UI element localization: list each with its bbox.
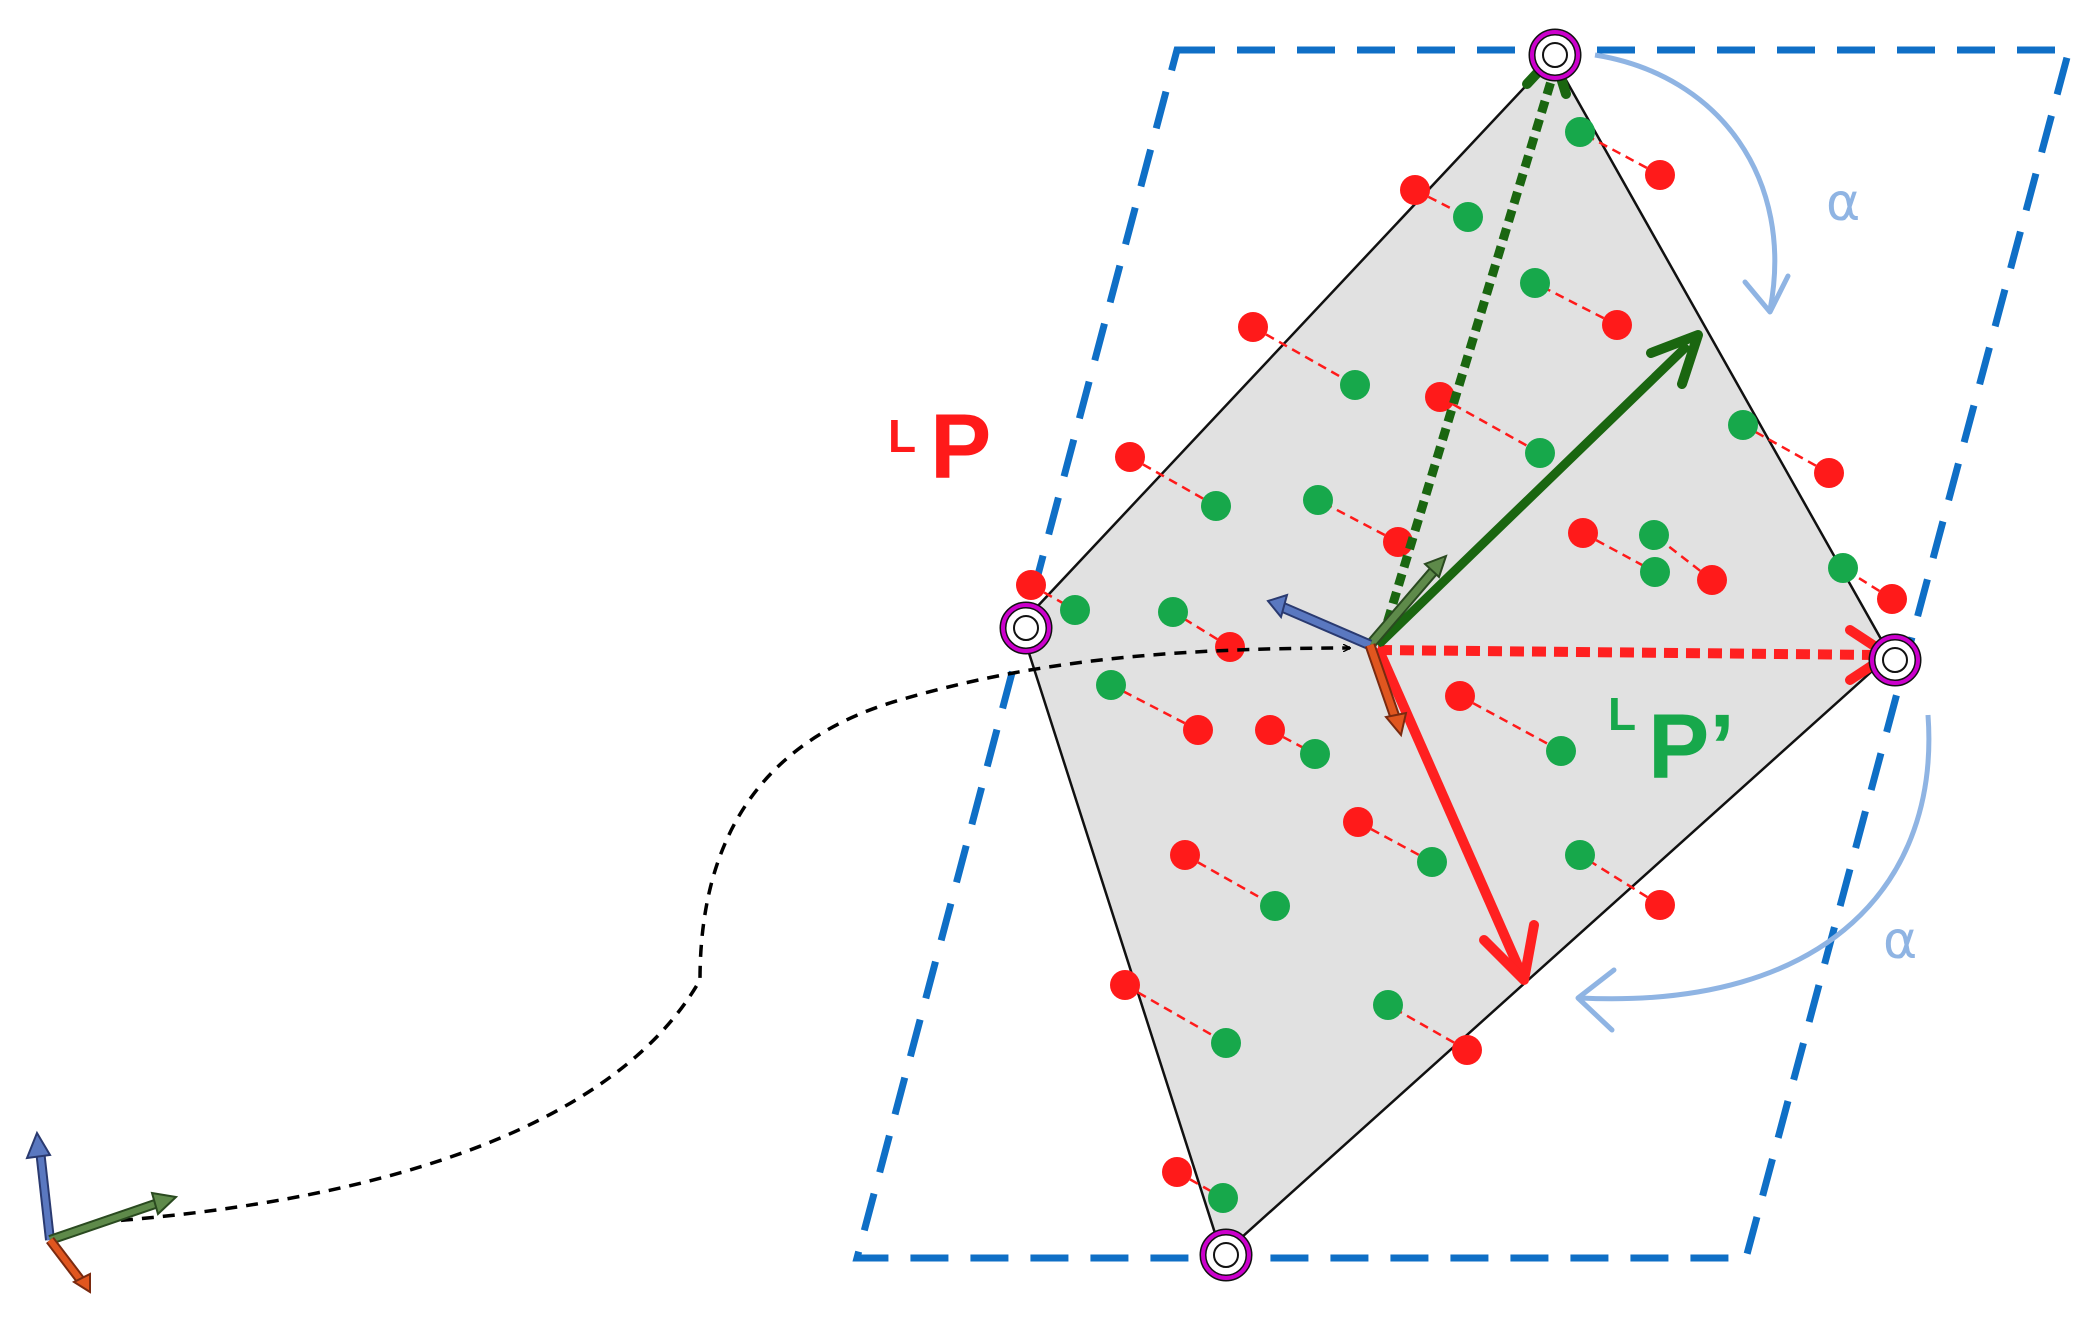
original-point — [1343, 807, 1373, 837]
projection-link — [1252, 325, 1356, 387]
projection-link — [1439, 395, 1541, 455]
projected-point — [1639, 520, 1669, 550]
projected-point — [1300, 739, 1330, 769]
projection-link — [1317, 498, 1399, 544]
projected-point — [1260, 891, 1290, 921]
projected-point — [1525, 438, 1555, 468]
projection-link — [1534, 281, 1618, 327]
bounding-box — [852, 46, 2074, 1262]
projected-point — [1303, 485, 1333, 515]
label-projected-superscript: L — [1608, 688, 1636, 740]
angle-label-bottom: α — [1883, 911, 1917, 971]
principal-axis-red — [1373, 645, 1526, 976]
projection-link — [1184, 853, 1276, 908]
original-point — [1238, 312, 1268, 342]
projected-point — [1453, 202, 1483, 232]
corner-marker-top — [1528, 28, 1582, 82]
original-point — [1445, 681, 1475, 711]
original-point — [1568, 518, 1598, 548]
world-frame-icon — [25, 1130, 179, 1294]
original-point — [1425, 382, 1455, 412]
original-point — [1115, 442, 1145, 472]
original-point — [1645, 890, 1675, 920]
projected-point — [1828, 553, 1858, 583]
projected-point — [1640, 557, 1670, 587]
original-point — [1016, 570, 1046, 600]
projected-point — [1208, 1183, 1238, 1213]
principal-axis-green — [1374, 341, 1692, 649]
projected-point — [1520, 268, 1550, 298]
projected-point — [1728, 410, 1758, 440]
original-point — [1383, 527, 1413, 557]
label-original-superscript: L — [888, 410, 916, 462]
corner-marker-bottom — [1199, 1228, 1253, 1282]
corner-marker-left — [999, 601, 1053, 655]
original-point — [1877, 584, 1907, 614]
projection-link — [1459, 694, 1562, 753]
angle-label-top: α — [1826, 173, 1860, 233]
original-point — [1602, 310, 1632, 340]
point-pairs — [1016, 117, 1907, 1213]
corner-marker-right — [1868, 633, 1922, 687]
original-point — [1697, 565, 1727, 595]
original-point — [1170, 840, 1200, 870]
original-point — [1162, 1157, 1192, 1187]
label-original-main: P — [930, 396, 991, 498]
dotted-red-axis — [1377, 645, 1881, 660]
projection-link — [1579, 130, 1661, 177]
corner-markers — [999, 28, 1922, 1282]
local-frame-icon — [1266, 554, 1448, 738]
original-point — [1215, 632, 1245, 662]
principal-axis-green-arrowhead — [1646, 330, 1703, 389]
angle-arrow-bottom — [1575, 714, 1932, 1033]
trajectory-curve — [99, 648, 1350, 1224]
projection-link — [1172, 610, 1231, 649]
projected-point — [1201, 491, 1231, 521]
projection-link — [1579, 853, 1661, 907]
original-point — [1645, 160, 1675, 190]
projection-link — [1110, 683, 1199, 732]
projected-point — [1158, 597, 1188, 627]
projected-point — [1373, 990, 1403, 1020]
dotted-green-axis — [1377, 76, 1557, 642]
original-point — [1183, 715, 1213, 745]
projection-link — [1387, 1003, 1468, 1052]
original-point — [1400, 175, 1430, 205]
label-projected-main: P’ — [1648, 696, 1735, 798]
original-point — [1255, 715, 1285, 745]
projection-link — [1124, 983, 1227, 1045]
projected-point — [1060, 595, 1090, 625]
projected-point — [1565, 117, 1595, 147]
original-point — [1814, 458, 1844, 488]
principal-axis-red-arrowhead — [1479, 920, 1539, 985]
projection-link — [1742, 423, 1830, 475]
angle-arrow-top — [1594, 52, 1791, 315]
projected-point — [1340, 370, 1370, 400]
projected-point — [1211, 1028, 1241, 1058]
original-point — [1452, 1035, 1482, 1065]
projected-point — [1546, 736, 1576, 766]
projected-point — [1096, 670, 1126, 700]
projected-point — [1565, 840, 1595, 870]
projection-link — [1129, 455, 1217, 508]
original-point — [1110, 970, 1140, 1000]
projected-point — [1417, 847, 1447, 877]
